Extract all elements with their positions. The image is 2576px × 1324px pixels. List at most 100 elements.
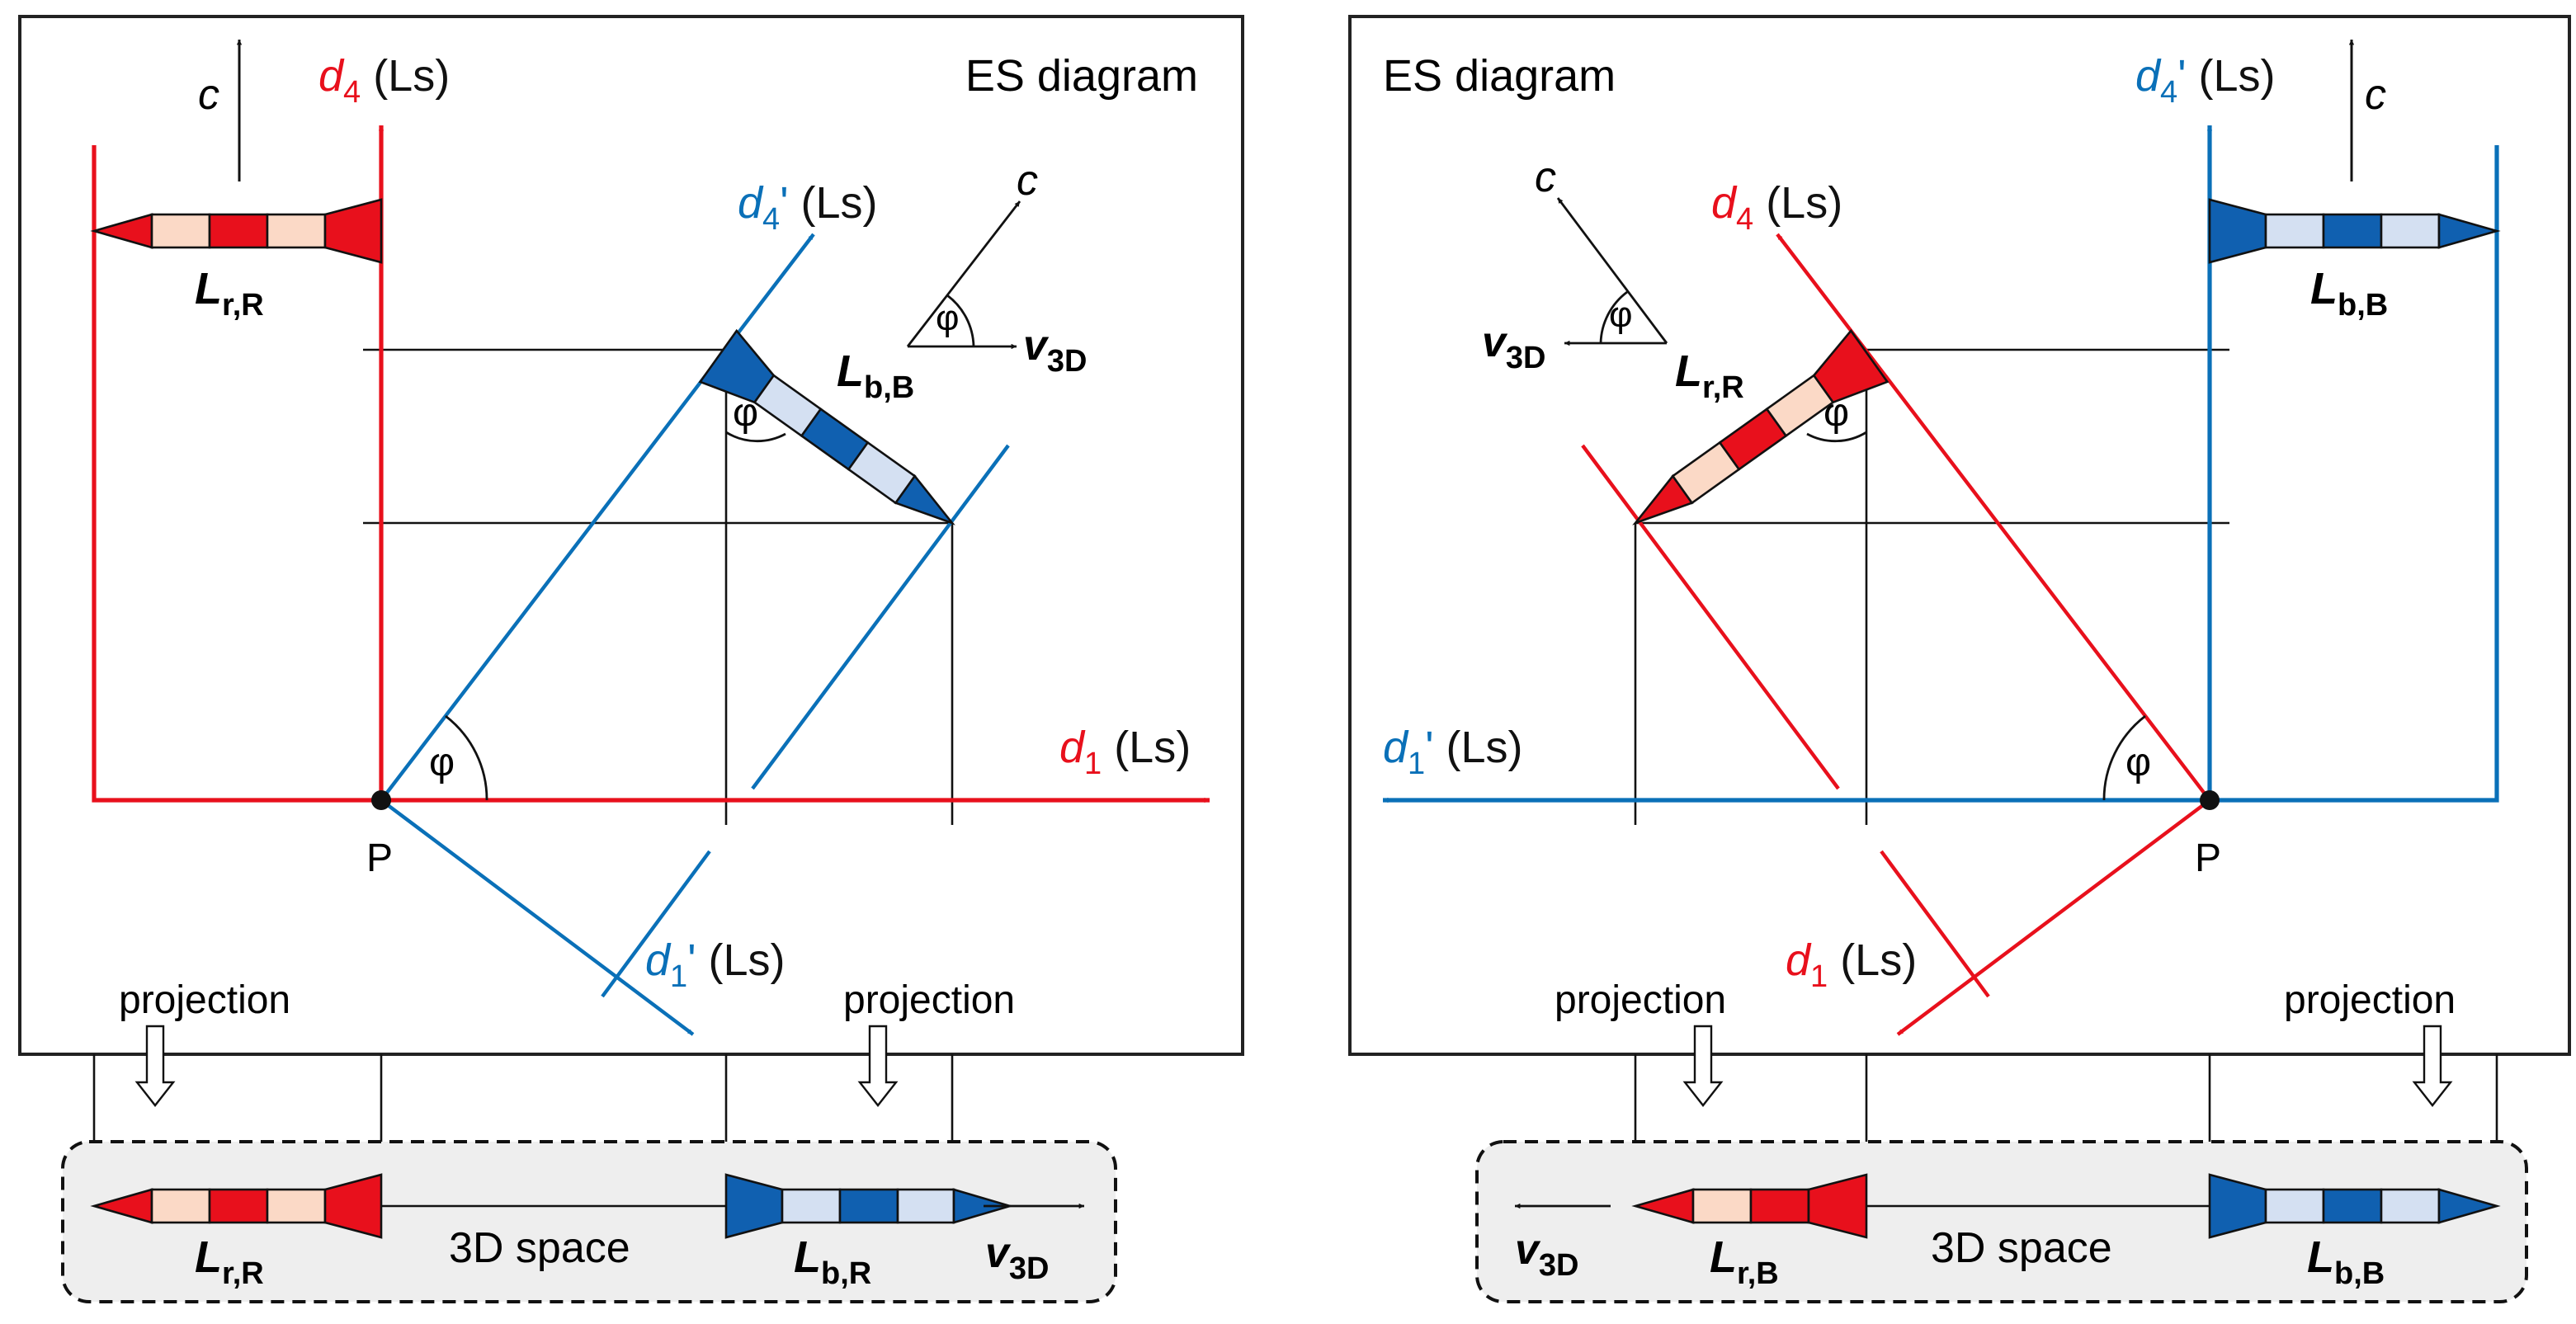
right-triangle-v-main: v: [1482, 318, 1508, 366]
left-ship-blue-label: Lb,B: [837, 346, 914, 405]
left-ship-red-main: L: [195, 264, 222, 313]
right-triangle-v3d: v3D: [1482, 318, 1546, 375]
right-phi-label-ship: φ: [1823, 391, 1849, 435]
right-panel: ES diagram c d4' (Ls) d4 (Ls) d1' (Ls) d…: [1348, 15, 2571, 1303]
right-d4-label: d4 (Ls): [1711, 178, 1842, 237]
left-space-label: 3D space: [449, 1224, 630, 1272]
right-d1prime-unit: (Ls): [1434, 723, 1523, 772]
right-projection-arrow-2: [2412, 1025, 2453, 1107]
right-d4-var: d: [1711, 178, 1738, 228]
right-space-blue-sub: b,B: [2334, 1256, 2385, 1291]
left-d1prime-prime: ': [687, 935, 696, 985]
left-space-red-sub: r,R: [222, 1256, 264, 1291]
left-point-p: [371, 790, 391, 810]
left-velocity-triangle: [906, 200, 1021, 350]
right-d4-unit: (Ls): [1753, 178, 1842, 228]
right-space-v-main: v: [1515, 1226, 1541, 1274]
left-blue-axes: [380, 233, 1010, 1036]
left-d4prime-label: d4' (Ls): [738, 178, 878, 237]
left-phi-label-ship: φ: [733, 391, 758, 435]
left-projection-label-2: projection: [843, 978, 1015, 1022]
right-projection-label-2: projection: [2284, 978, 2456, 1022]
right-red-axes: [1581, 233, 2211, 1036]
right-ship-red-main: L: [1675, 346, 1702, 396]
left-c-label: c: [198, 71, 219, 119]
right-space-v3d-label: v3D: [1515, 1226, 1579, 1283]
left-space-red-ship: [90, 1173, 383, 1239]
left-d4-sub: 4: [343, 75, 361, 110]
left-d1prime-unit: (Ls): [696, 935, 786, 985]
left-triangle-v3d: v3D: [1023, 322, 1087, 379]
left-space-red-main: L: [195, 1232, 222, 1282]
left-d1-var: d: [1059, 723, 1086, 772]
left-projection-arrow-1: [134, 1025, 176, 1107]
left-d4prime-var: d: [738, 178, 764, 228]
left-phi-arc-ship: [725, 431, 786, 443]
left-panel: ES diagram c d4 (Ls) d4' (Ls) d1 (Ls) d1…: [18, 15, 1244, 1303]
right-d4prime-label: d4' (Ls): [2135, 51, 2276, 110]
left-space-v-main: v: [985, 1229, 1012, 1277]
right-space-red-sub: r,B: [1737, 1256, 1779, 1291]
left-d4prime-prime: ': [780, 178, 788, 228]
right-d1-sub: 1: [1810, 959, 1828, 994]
left-blue-ship: [698, 328, 955, 525]
left-guide-lines: [92, 348, 954, 1142]
right-guide-lines: [1634, 348, 2498, 1142]
right-space-label: 3D space: [1931, 1224, 2112, 1272]
right-ship-blue-main: L: [2310, 264, 2338, 313]
right-red-ship: [1632, 328, 1890, 525]
left-phi-label-triangle: φ: [936, 298, 960, 338]
left-triangle-v-main: v: [1023, 322, 1050, 370]
left-frame: [18, 15, 1244, 1056]
right-d1prime-var: d: [1383, 723, 1409, 772]
right-velocity-triangle: [1556, 197, 1668, 346]
left-space-blue-ship: [724, 1173, 1014, 1239]
right-space-blue-label: Lb,B: [2307, 1232, 2385, 1291]
left-ship-blue-main: L: [837, 346, 864, 396]
left-space-v-sub: 3D: [1009, 1251, 1050, 1286]
left-triangle-c: c: [1017, 157, 1038, 205]
right-d1-label: d1 (Ls): [1786, 935, 1917, 994]
left-d4prime-unit: (Ls): [789, 178, 878, 228]
right-phi-label-p: φ: [2125, 741, 2151, 785]
right-d4prime-unit: (Ls): [2187, 51, 2276, 101]
left-d1prime-label: d1' (Ls): [645, 935, 786, 994]
right-space-red-main: L: [1710, 1232, 1737, 1282]
left-d4-unit: (Ls): [361, 51, 450, 101]
left-d4-label: d4 (Ls): [318, 51, 450, 110]
left-point-p-label: P: [366, 836, 393, 880]
right-d1-unit: (Ls): [1828, 935, 1917, 985]
right-space-blue-main: L: [2307, 1232, 2334, 1282]
right-title: ES diagram: [1383, 51, 1616, 101]
left-d4prime-sub: 4: [762, 202, 780, 237]
right-space-v-sub: 3D: [1539, 1248, 1579, 1283]
left-ship-red-label: Lr,R: [195, 264, 264, 323]
right-ship-red-label: Lr,R: [1675, 346, 1744, 405]
left-d1-sub: 1: [1084, 747, 1102, 781]
left-d1-label: d1 (Ls): [1059, 723, 1191, 781]
left-space-blue-sub: b,R: [821, 1256, 871, 1291]
left-red-ship: [90, 198, 383, 264]
right-phi-label-triangle: φ: [1609, 294, 1633, 335]
left-triangle-v-sub: 3D: [1047, 344, 1087, 379]
right-space-red-ship: [1631, 1173, 1868, 1239]
right-d1prime-label: d1' (Ls): [1383, 723, 1523, 781]
right-d4prime-prime: ': [2177, 51, 2186, 101]
right-point-p: [2200, 790, 2220, 810]
left-projection-arrow-2: [857, 1025, 899, 1107]
left-d1-unit: (Ls): [1102, 723, 1191, 772]
left-space-blue-label: Lb,R: [794, 1232, 871, 1291]
left-space-v3d-label: v3D: [985, 1229, 1050, 1286]
right-blue-ship: [2208, 198, 2501, 264]
right-point-p-label: P: [2195, 836, 2221, 880]
right-ship-blue-sub: b,B: [2338, 288, 2388, 323]
right-ship-blue-label: Lb,B: [2310, 264, 2388, 323]
left-title: ES diagram: [965, 51, 1198, 101]
right-projection-arrow-1: [1682, 1025, 1724, 1107]
right-3d-space-box: [1475, 1140, 2528, 1303]
right-d4-sub: 4: [1736, 202, 1753, 237]
left-phi-label-p: φ: [429, 741, 455, 785]
right-space-blue-ship: [2208, 1173, 2501, 1239]
